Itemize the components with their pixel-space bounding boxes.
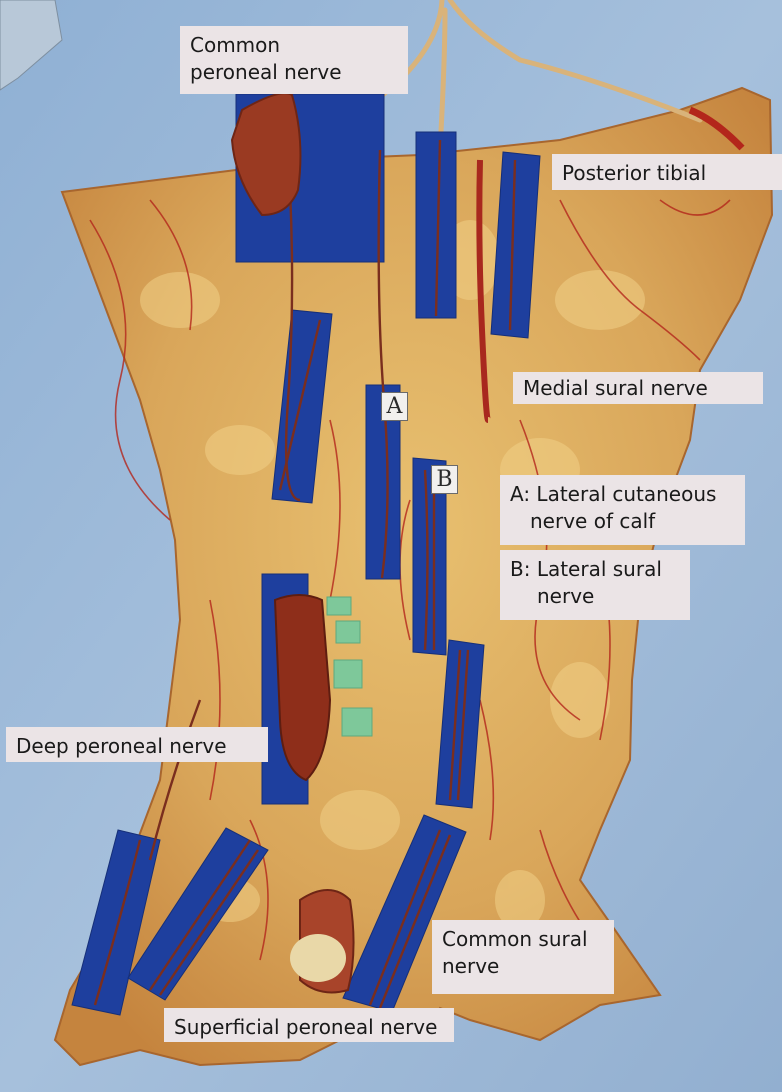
strip-low-left-b bbox=[127, 827, 269, 1001]
blue-backing-strips bbox=[71, 93, 541, 1016]
deep-peroneal-tissue bbox=[273, 594, 332, 782]
lower-stump-bone bbox=[290, 934, 346, 982]
posterior-tibial-branch bbox=[688, 106, 745, 151]
label-common-peroneal-line-1: Common bbox=[190, 33, 281, 57]
label-lateral-cutaneous: A: Lateral cutaneous nerve of calf bbox=[500, 475, 745, 545]
label-superficial-peroneal-text: Superficial peroneal nerve bbox=[174, 1015, 438, 1039]
posterior-tibial-vessel bbox=[476, 159, 491, 423]
marker-a: A bbox=[381, 392, 408, 421]
green-markers bbox=[326, 596, 373, 737]
corner-equipment bbox=[0, 0, 63, 91]
label-posterior-tibial-text: Posterior tibial bbox=[562, 161, 707, 185]
label-deep-peroneal-text: Deep peroneal nerve bbox=[16, 734, 227, 758]
label-lateral-sural: B: Lateral sural nerve bbox=[500, 550, 690, 620]
label-medial-sural: Medial sural nerve bbox=[513, 372, 763, 404]
label-common-peroneal: Common peroneal nerve bbox=[180, 26, 408, 94]
label-lateral-sural-line-1: B: Lateral sural bbox=[510, 557, 662, 581]
label-lateral-cutaneous-line-1: A: Lateral cutaneous bbox=[510, 482, 717, 506]
label-deep-peroneal: Deep peroneal nerve bbox=[6, 727, 268, 762]
label-common-sural-line-1: Common sural bbox=[442, 927, 588, 951]
label-lateral-sural-line-2: nerve bbox=[537, 584, 595, 608]
label-posterior-tibial: Posterior tibial bbox=[552, 154, 782, 190]
label-common-sural: Common sural nerve bbox=[432, 920, 614, 994]
label-lateral-cutaneous-line-2: nerve of calf bbox=[530, 509, 656, 533]
strip-posterior-tibial-b bbox=[490, 151, 541, 339]
marker-b: B bbox=[431, 465, 458, 494]
label-medial-sural-text: Medial sural nerve bbox=[523, 376, 708, 400]
strip-b bbox=[412, 457, 447, 656]
label-common-sural-line-2: nerve bbox=[442, 954, 500, 978]
strip-low-left-a bbox=[71, 829, 161, 1016]
label-common-peroneal-line-2: peroneal nerve bbox=[190, 60, 342, 84]
strip-mid-right bbox=[435, 639, 485, 809]
label-superficial-peroneal: Superficial peroneal nerve bbox=[164, 1008, 454, 1042]
